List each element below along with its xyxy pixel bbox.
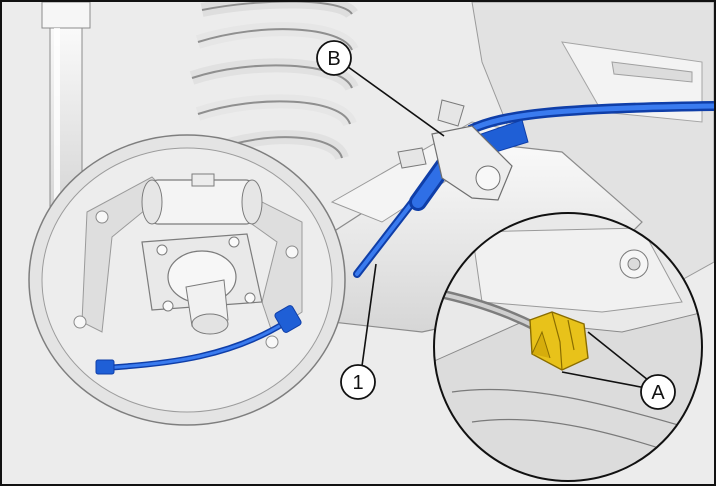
callout-b: B — [316, 40, 352, 76]
callout-1-label: 1 — [352, 372, 363, 394]
callout-1: 1 — [340, 364, 376, 400]
leader-lines — [343, 63, 649, 389]
detail-view — [433, 212, 703, 482]
retaining-clip — [529, 311, 589, 371]
cable-bracket — [397, 99, 513, 201]
hub-spindle — [141, 233, 263, 335]
callout-a: A — [640, 374, 676, 410]
wheel-cylinder — [141, 173, 263, 225]
callout-b-label: B — [327, 48, 340, 70]
callout-a-label: A — [651, 382, 665, 404]
coil-spring — [189, 2, 359, 161]
brake-cable-end-lower — [95, 305, 302, 375]
